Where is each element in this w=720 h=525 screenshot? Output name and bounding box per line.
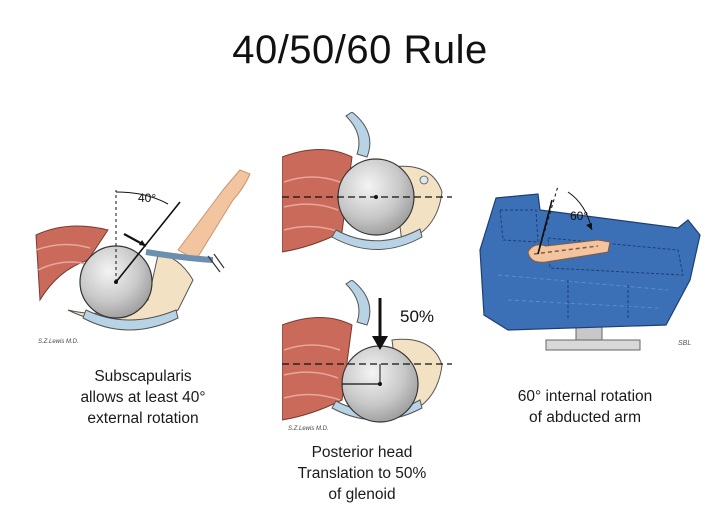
right-caption-line-2: of abducted arm <box>490 407 680 428</box>
left-caption-line-2: allows at least 40° <box>38 387 248 408</box>
right-caption-line-1: 60° internal rotation <box>490 386 680 407</box>
right-caption: 60° internal rotation of abducted arm <box>490 386 680 428</box>
middle-caption-line-1: Posterior head <box>262 442 462 463</box>
middle-caption-line-2: Translation to 50% <box>262 463 462 484</box>
middle-caption-line-3: of glenoid <box>262 484 462 505</box>
left-caption-line-1: Subscapularis <box>38 366 248 387</box>
left-caption: Subscapularis allows at least 40° extern… <box>38 366 248 429</box>
internal-rotation-illustration: 60° SBL <box>478 180 710 360</box>
left-caption-line-3: external rotation <box>38 408 248 429</box>
percent-50-label: 50% <box>400 307 434 326</box>
draped-table <box>480 194 700 330</box>
coracoid-bone <box>346 112 370 157</box>
slide-title: 40/50/60 Rule <box>0 28 720 73</box>
external-rotation-illustration: 40° S.Z.Lewis M.D. <box>28 160 258 350</box>
forearm <box>178 170 250 260</box>
centered-head-illustration <box>282 112 452 262</box>
angle-40-label: 40° <box>138 191 156 205</box>
angle-60-label: 60° <box>570 209 588 223</box>
artist-signature: S.Z.Lewis M.D. <box>38 339 79 345</box>
artist-signature: S.Z.Lewis M.D. <box>288 426 329 432</box>
posterior-translation-illustration: 50% S.Z.Lewis M.D. <box>282 280 452 440</box>
artist-signature: SBL <box>678 340 691 347</box>
middle-caption: Posterior head Translation to 50% of gle… <box>262 442 462 505</box>
table-base <box>546 340 640 350</box>
